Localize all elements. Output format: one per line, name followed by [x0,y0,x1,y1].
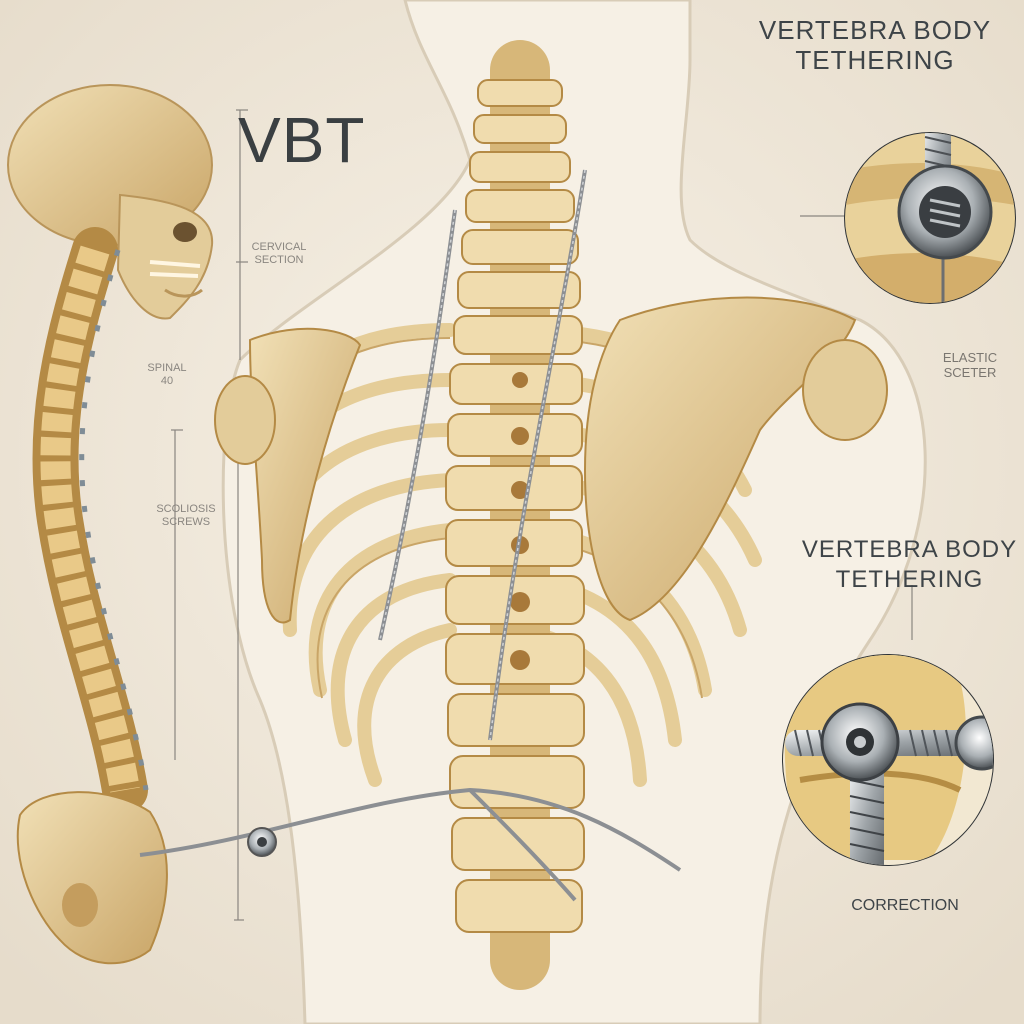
top-detail-inset [844,132,1016,304]
cervical-line1: CERVICAL [251,241,307,253]
thoracic-line1: SPINAL [147,362,187,374]
body-silhouette [221,0,927,1024]
thoracic-line2: 40 [160,375,174,387]
lumbar-line1: SCOLIOSIS [156,503,216,515]
lumbar-line2: SCREWS [161,516,211,528]
top-callout-line2: TETHERING [795,45,955,75]
correction-label: CORRECTION [851,897,959,914]
mid-callout-label: VERTEBRA BODY TETHERING [795,535,1024,595]
elastic-line2: SCETER [943,365,997,380]
anchor-screw-icon [247,827,277,857]
dimension-lines [171,109,913,921]
top-callout-label: VERTEBRA BODY TETHERING [740,15,1010,75]
right-scapula-icon [583,296,888,622]
side-spine-icon [32,227,149,813]
cervical-line2: SECTION [254,254,304,266]
thoracic-label: SPINAL 40 [140,362,194,388]
skull-icon [7,84,214,320]
mid-callout-line2: TETHERING [835,566,984,593]
mid-callout-line1: VERTEBRA BODY [801,536,1018,563]
bottom-detail-inset [782,654,994,866]
pelvis-icon [16,791,168,965]
cervical-label: CERVICAL SECTION [244,241,314,267]
lumbar-label: SCOLIOSIS SCREWS [150,503,222,529]
top-callout-line1: VERTEBRA BODY [758,15,992,45]
main-title: VBT [238,104,366,176]
spine-icon [445,40,585,990]
left-scapula-icon [214,327,362,624]
elastic-line1: ELASTIC [942,350,998,365]
elastic-label: ELASTIC SCETER [920,350,1020,380]
